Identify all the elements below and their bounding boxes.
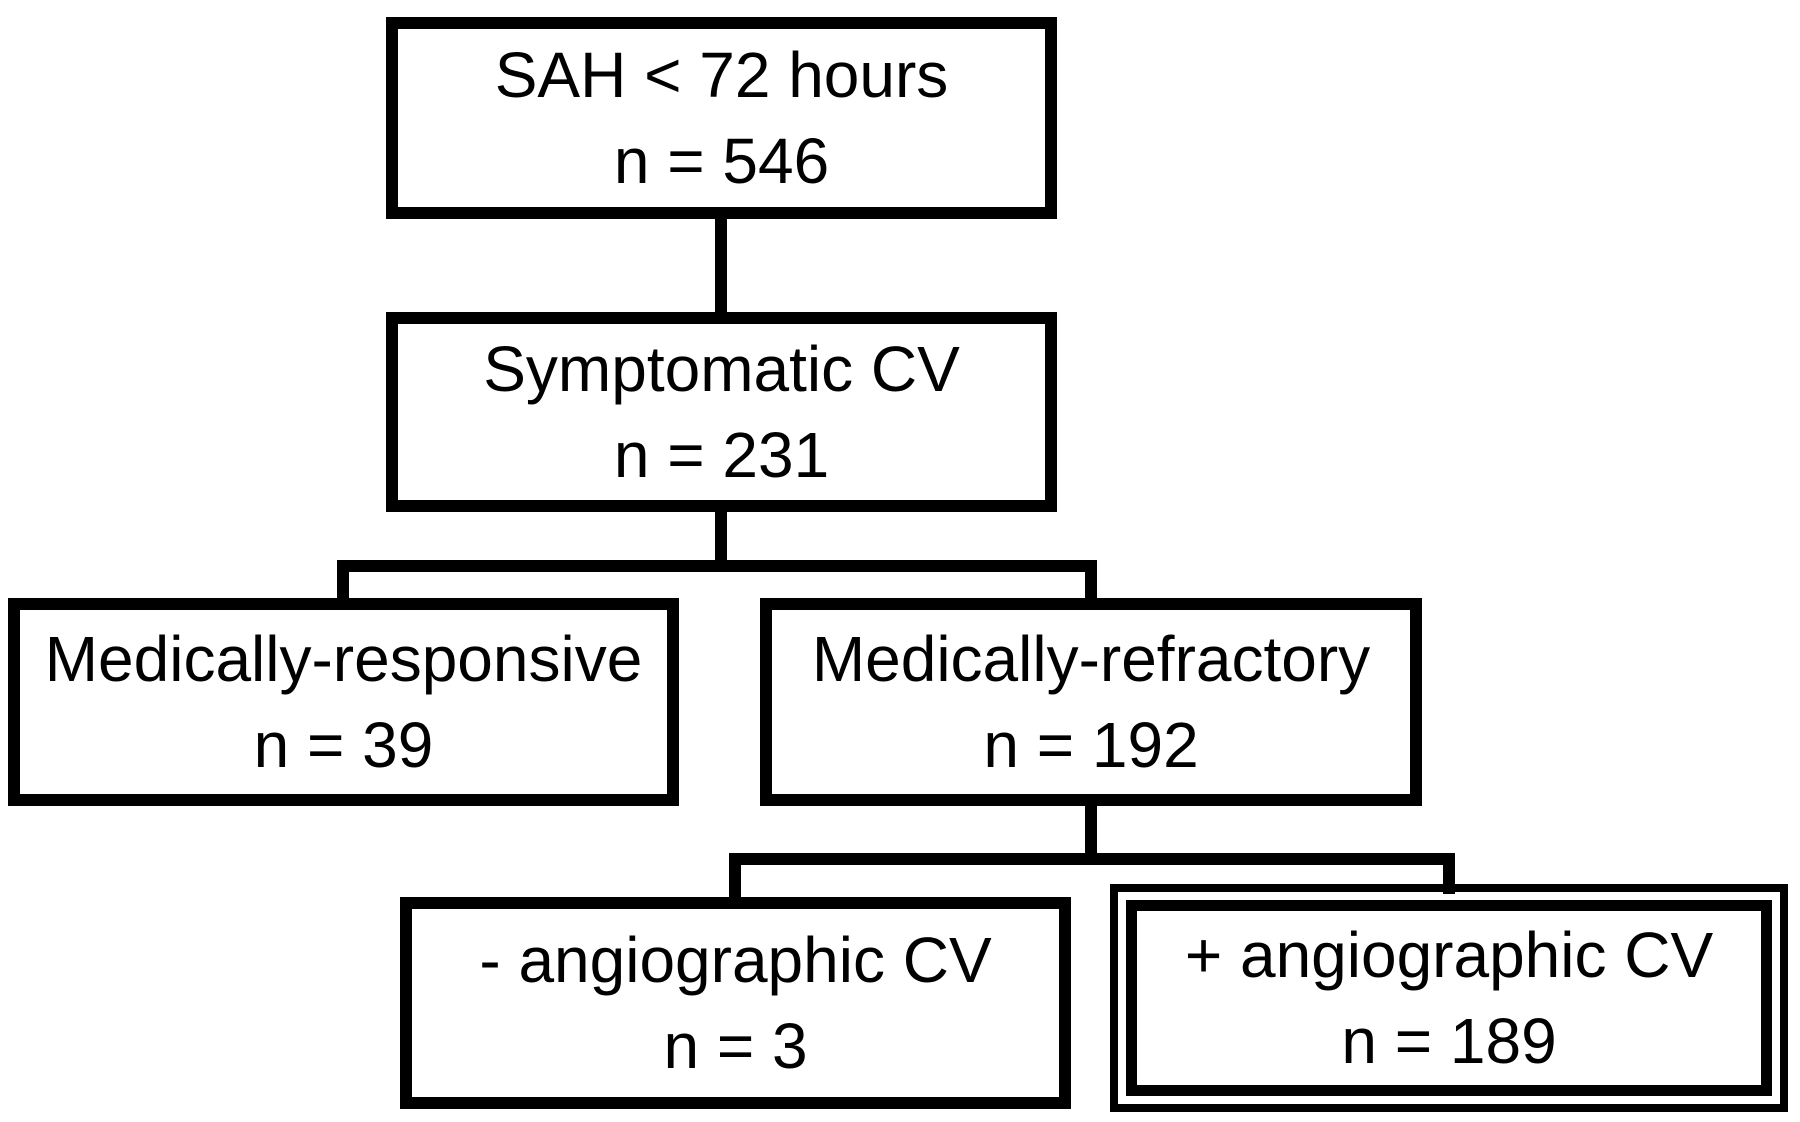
- connector-refractory-branch-bar: [729, 853, 1455, 865]
- node-angiographic-cv-negative-label: - angiographic CV: [479, 924, 992, 996]
- node-sah-label: SAH < 72 hours: [494, 39, 949, 111]
- connector-branch-to-refractory: [1085, 560, 1097, 608]
- node-medically-refractory-label: Medically-refractory: [811, 623, 1371, 695]
- connector-sah-to-symptomatic: [715, 219, 727, 315]
- node-medically-responsive: Medically-responsive n = 39: [8, 598, 679, 806]
- node-symptomatic-cv-count: n = 231: [613, 419, 830, 491]
- connector-branch-to-angio-negative: [729, 853, 741, 907]
- connector-branch-to-responsive: [337, 560, 349, 608]
- node-symptomatic-cv: Symptomatic CV n = 231: [386, 312, 1057, 512]
- node-medically-refractory: Medically-refractory n = 192: [760, 598, 1422, 806]
- node-angiographic-cv-positive-label: + angiographic CV: [1184, 919, 1714, 991]
- node-angiographic-cv-negative: - angiographic CV n = 3: [400, 897, 1071, 1109]
- node-symptomatic-cv-label: Symptomatic CV: [483, 333, 960, 405]
- connector-symptomatic-stem: [715, 512, 727, 564]
- node-angiographic-cv-positive: + angiographic CV n = 189: [1110, 884, 1788, 1112]
- node-medically-refractory-count: n = 192: [983, 709, 1199, 781]
- node-sah-count: n = 546: [613, 125, 830, 197]
- connector-symptomatic-branch-bar: [337, 560, 1097, 572]
- node-angiographic-cv-negative-count: n = 3: [663, 1010, 808, 1082]
- node-angiographic-cv-positive-count: n = 189: [1341, 1005, 1557, 1077]
- node-medically-responsive-count: n = 39: [253, 709, 434, 781]
- connector-refractory-stem: [1085, 806, 1097, 865]
- node-sah: SAH < 72 hours n = 546: [386, 17, 1057, 219]
- connector-branch-to-angio-positive: [1443, 853, 1455, 894]
- node-medically-responsive-label: Medically-responsive: [44, 623, 643, 695]
